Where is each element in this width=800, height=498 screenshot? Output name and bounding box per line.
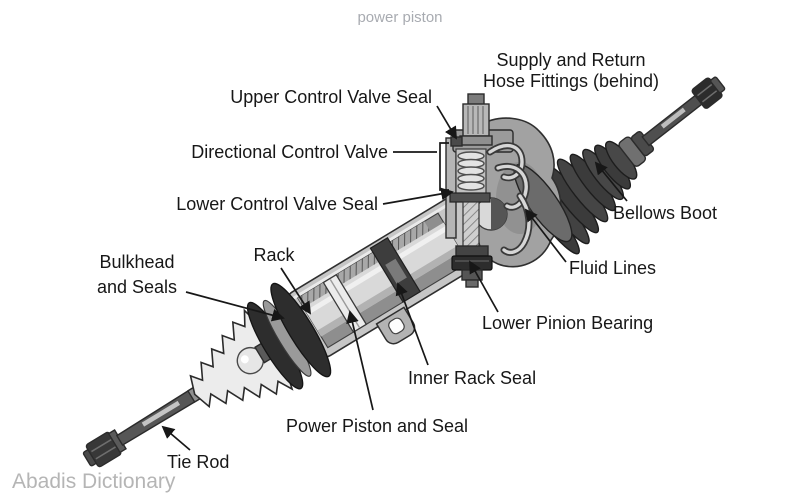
label-lower-control-valve-seal: Lower Control Valve Seal bbox=[176, 194, 378, 214]
watermark-abadis-dictionary: Abadis Dictionary bbox=[12, 470, 176, 493]
shaft-highlight bbox=[141, 400, 181, 427]
hex-facet-line bbox=[701, 90, 718, 103]
shaft-highlight bbox=[660, 107, 686, 129]
fluid-line bbox=[496, 164, 528, 209]
label-bulkhead-line1: Bulkhead bbox=[99, 252, 174, 272]
pinion-shaft-cutaway bbox=[462, 201, 480, 249]
valve-housing-left-wall bbox=[445, 137, 457, 239]
label-fluid-lines: Fluid Lines bbox=[569, 258, 656, 278]
leader-fluid-lines bbox=[524, 208, 567, 263]
leader-upper-control-valve-seal bbox=[436, 105, 457, 140]
label-bulkhead-line2: and Seals bbox=[97, 277, 177, 297]
label-power-piston-and-seal: Power Piston and Seal bbox=[286, 416, 468, 436]
tie-rod-right bbox=[641, 76, 726, 147]
ball-highlight bbox=[240, 355, 249, 364]
lower-control-valve-seal-part bbox=[449, 192, 491, 203]
leader-lower-control-valve-seal bbox=[382, 187, 454, 205]
leader-bellows-boot bbox=[594, 161, 628, 202]
leader-inner-rack-seal bbox=[395, 282, 429, 366]
leader-tie-rod bbox=[161, 425, 191, 451]
diagram-labels: power piston Supply and Return Hose Fitt… bbox=[12, 9, 717, 493]
seal-core bbox=[385, 258, 407, 284]
label-supply-return-line2: Hose Fittings (behind) bbox=[483, 71, 659, 91]
leader-lower-pinion-bearing bbox=[469, 260, 499, 313]
input-shaft-splines bbox=[462, 103, 490, 137]
bearing-seat-shadow bbox=[491, 198, 507, 230]
upper-control-valve-seal-part bbox=[450, 136, 463, 147]
label-lower-pinion-bearing: Lower Pinion Bearing bbox=[482, 313, 653, 333]
tie-rod-right-tip bbox=[710, 76, 726, 94]
leader-power-piston-and-seal bbox=[346, 310, 374, 411]
label-upper-control-valve-seal: Upper Control Valve Seal bbox=[230, 87, 432, 107]
valve-spring bbox=[457, 151, 485, 191]
lower-pinion-bearing-part bbox=[455, 245, 489, 257]
hex-facet-line bbox=[697, 83, 713, 97]
hex-facet-line bbox=[91, 439, 112, 453]
bracket-hole bbox=[388, 317, 405, 335]
fluid-lines-tubes bbox=[486, 142, 533, 256]
hex-facet-line bbox=[95, 446, 116, 460]
lower-nut-tip bbox=[465, 279, 479, 288]
label-supply-return-line1: Supply and Return bbox=[496, 50, 645, 70]
fluid-line bbox=[488, 143, 524, 180]
lower-pinion-nut bbox=[451, 255, 493, 271]
leader-rack bbox=[280, 267, 312, 315]
leader-bulkhead-and-seals bbox=[185, 291, 285, 322]
page-title: power piston bbox=[357, 9, 442, 26]
label-directional-control-valve: Directional Control Valve bbox=[191, 142, 388, 162]
label-rack: Rack bbox=[253, 245, 295, 265]
label-inner-rack-seal: Inner Rack Seal bbox=[408, 368, 536, 388]
bulkhead-ring-dark bbox=[270, 282, 332, 378]
label-bellows-boot: Bellows Boot bbox=[613, 203, 717, 223]
leader-lines bbox=[161, 105, 628, 451]
spring-coil bbox=[457, 181, 485, 191]
input-shaft-collar bbox=[459, 135, 493, 146]
label-tie-rod: Tie Rod bbox=[167, 452, 229, 472]
